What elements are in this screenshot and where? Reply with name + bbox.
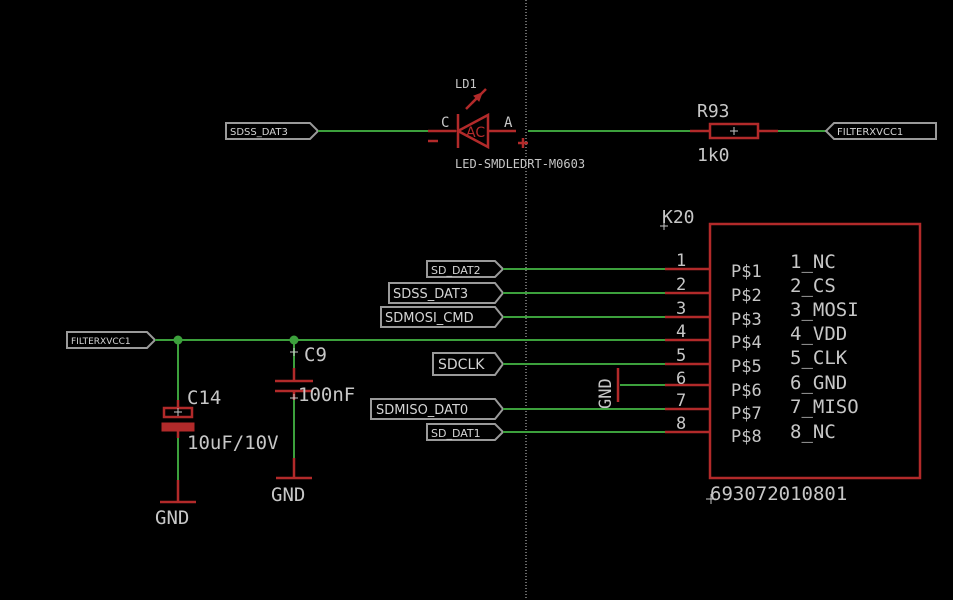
net-flag-filterxvcc1-left[interactable]: FILTERXVCC1: [66, 331, 157, 349]
pin-name-4: P$4: [731, 333, 762, 353]
pin-name-1: P$1: [731, 262, 762, 282]
connector-value: 693072010801: [710, 483, 847, 505]
svg-text:FILTERXVCC1: FILTERXVCC1: [71, 337, 131, 347]
pin-function-2: 2_CS: [790, 275, 836, 297]
net-flag-sdmosi-cmd[interactable]: SDMOSI_CMD: [380, 306, 505, 328]
c14-value: 10uF/10V: [187, 432, 279, 454]
led-pin-c: C: [441, 115, 449, 131]
resistor-value: 1k0: [697, 145, 730, 166]
capacitor-c9[interactable]: [275, 348, 313, 402]
led-inner-label: AC: [466, 125, 485, 141]
pin-function-8: 8_NC: [790, 421, 836, 443]
capacitor-c14[interactable]: [161, 400, 195, 438]
c14-name: C14: [187, 387, 221, 409]
c9-value: 100nF: [298, 384, 355, 406]
net-flag-sd-dat1[interactable]: SD_DAT1: [426, 423, 505, 441]
pin-name-6: P$6: [731, 381, 762, 401]
gnd-label-c9: GND: [271, 484, 305, 506]
led-ld1[interactable]: AC C A: [428, 88, 528, 150]
led-pin-a: A: [504, 115, 513, 131]
pin-number-3: 3: [676, 299, 686, 319]
pin-name-2: P$2: [731, 286, 762, 306]
connector-pin-rows: 1 2 3 4 5 6 7 8 P$1 P$2 P$3 P$4 P$5 P$6 …: [665, 251, 859, 447]
resistor-name: R93: [697, 101, 730, 122]
pin-function-6: 6_GND: [790, 372, 847, 394]
led-value: LED-SMDLEDRT-M0603: [455, 157, 585, 171]
connector-name: K20: [662, 207, 695, 228]
pin-function-1: 1_NC: [790, 251, 836, 273]
net-flag-filterxvcc1-right[interactable]: FILTERXVCC1: [824, 122, 937, 140]
pin-function-4: 4_VDD: [790, 323, 847, 345]
pin-function-7: 7_MISO: [790, 396, 859, 418]
pin-number-7: 7: [676, 391, 686, 411]
resistor-r93[interactable]: [690, 122, 778, 140]
pin-number-4: 4: [676, 322, 686, 342]
net-flag-sd-dat2[interactable]: SD_DAT2: [426, 260, 505, 278]
led-name: LD1: [455, 77, 477, 91]
pin-name-5: P$5: [731, 357, 762, 377]
connector-body[interactable]: [708, 222, 922, 480]
svg-text:SDMOSI_CMD: SDMOSI_CMD: [385, 311, 474, 326]
gnd-symbol-c9: [276, 458, 312, 480]
gnd-label-c14: GND: [155, 507, 189, 529]
pin-number-5: 5: [676, 346, 686, 366]
net-flag-sdclk[interactable]: SDCLK: [432, 352, 505, 376]
net-flag-sdss-dat3-top[interactable]: SDSS_DAT3: [225, 122, 320, 140]
gnd-symbol-pin6: GND: [596, 368, 665, 409]
pin-name-3: P$3: [731, 310, 762, 330]
svg-text:SDSS_DAT3: SDSS_DAT3: [230, 127, 288, 138]
pin-number-1: 1: [676, 251, 686, 271]
svg-text:SDSS_DAT3: SDSS_DAT3: [393, 287, 468, 302]
pin-number-8: 8: [676, 414, 686, 434]
pin-function-5: 5_CLK: [790, 347, 848, 369]
net-flag-sdmiso-dat0[interactable]: SDMISO_DAT0: [370, 398, 505, 420]
svg-text:FILTERXVCC1: FILTERXVCC1: [837, 127, 903, 138]
gnd-label-pin6: GND: [596, 378, 616, 409]
pin-number-6: 6: [676, 369, 686, 389]
svg-text:SDCLK: SDCLK: [438, 357, 485, 373]
svg-text:SD_DAT1: SD_DAT1: [431, 427, 481, 440]
pin-number-2: 2: [676, 275, 686, 295]
c9-name: C9: [304, 344, 327, 366]
pin-name-7: P$7: [731, 404, 762, 424]
gnd-symbol-c14: [160, 480, 196, 504]
pin-name-8: P$8: [731, 427, 762, 447]
net-flag-sdss-dat3[interactable]: SDSS_DAT3: [388, 282, 505, 304]
svg-text:SDMISO_DAT0: SDMISO_DAT0: [376, 403, 468, 418]
pin-function-3: 3_MOSI: [790, 299, 859, 321]
svg-text:SD_DAT2: SD_DAT2: [431, 264, 481, 277]
